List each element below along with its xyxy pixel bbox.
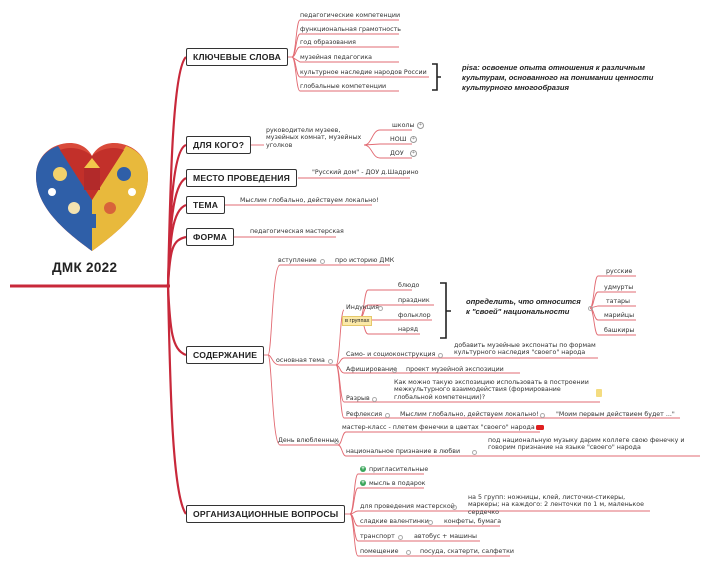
theme-value[interactable]: Мыслим глобально, действуем локально! bbox=[240, 197, 379, 204]
collapse-dot-icon[interactable] bbox=[398, 535, 403, 540]
central-topic-title: ДМК 2022 bbox=[52, 260, 118, 275]
collapse-dot-icon[interactable] bbox=[438, 353, 443, 358]
reflection-value[interactable]: Мыслим глобально, действуем локально! bbox=[400, 411, 539, 418]
valentine-label[interactable]: День влюбленных bbox=[278, 437, 339, 444]
collapse-dot-icon[interactable] bbox=[392, 368, 397, 373]
group-badge[interactable]: в группах bbox=[342, 316, 373, 326]
form-value[interactable]: педагогическая мастерская bbox=[250, 228, 344, 235]
org-item[interactable]: помещение bbox=[360, 548, 399, 555]
branch-content[interactable]: СОДЕРЖАНИЕ bbox=[186, 346, 265, 364]
keyword-item[interactable]: педагогические компетенции bbox=[300, 12, 401, 19]
org-item-value[interactable]: конфеты, бумага bbox=[444, 518, 502, 525]
keywords-note: pisa: освоение опыта отношения к различн… bbox=[462, 63, 654, 92]
affix-value[interactable]: проект музейной экспозиции bbox=[406, 366, 504, 373]
induction-label[interactable]: Индукция bbox=[346, 304, 379, 311]
org-item[interactable]: пригласительные bbox=[369, 466, 429, 473]
induction-note: определить, что относится к "своей" наци… bbox=[466, 297, 581, 316]
org-item-value[interactable]: на 5 групп: ножницы, клей, листочки-стик… bbox=[468, 494, 644, 516]
org-item[interactable]: для проведения мастерской bbox=[360, 503, 455, 510]
org-item[interactable]: сладкие валентинки bbox=[360, 518, 429, 525]
expand-plus-icon[interactable]: + bbox=[410, 150, 417, 157]
audience-label[interactable]: руководители музеев, музейных комнат, му… bbox=[266, 127, 362, 149]
keyword-item[interactable]: музейная педагогика bbox=[300, 54, 372, 61]
reflection-extra[interactable]: "Моим первым действием будет ..." bbox=[556, 411, 675, 418]
check-icon: + bbox=[360, 480, 366, 486]
main-topic-label[interactable]: основная тема bbox=[276, 357, 325, 364]
org-item[interactable]: транспорт bbox=[360, 533, 395, 540]
induction-item[interactable]: наряд bbox=[398, 326, 419, 333]
nation-item[interactable]: русские bbox=[606, 268, 633, 275]
collapse-dot-icon[interactable] bbox=[385, 413, 390, 418]
org-item-value[interactable]: посуда, скатерти, салфетки bbox=[420, 548, 514, 555]
collapse-dot-icon[interactable] bbox=[328, 359, 333, 364]
keyword-item[interactable]: культурное наследие народов России bbox=[300, 69, 427, 76]
recognition-value[interactable]: под национальную музыку дарим коллеге св… bbox=[488, 437, 685, 452]
expand-plus-icon[interactable]: + bbox=[410, 136, 417, 143]
org-item-value[interactable]: автобус + машины bbox=[414, 533, 477, 540]
note-sticker-icon[interactable] bbox=[596, 389, 602, 397]
collapse-dot-icon[interactable] bbox=[540, 413, 545, 418]
collapse-dot-icon[interactable] bbox=[406, 550, 411, 555]
venue-value[interactable]: "Русский дом" - ДОУ д.Шадрино bbox=[312, 169, 419, 176]
keyword-item[interactable]: глобальные компетенции bbox=[300, 83, 387, 90]
nation-item[interactable]: марийцы bbox=[604, 312, 635, 319]
nation-item[interactable]: удмурты bbox=[604, 284, 634, 291]
induction-item[interactable]: блюдо bbox=[398, 282, 420, 289]
collapse-dot-icon[interactable] bbox=[320, 259, 325, 264]
induction-item[interactable]: фольклор bbox=[398, 312, 431, 319]
collapse-dot-icon[interactable] bbox=[378, 306, 383, 311]
nation-item[interactable]: татары bbox=[606, 298, 631, 305]
check-icon: + bbox=[360, 466, 366, 472]
collapse-dot-icon[interactable] bbox=[372, 397, 377, 402]
collapse-dot-icon[interactable] bbox=[588, 306, 593, 311]
expand-plus-icon[interactable]: + bbox=[417, 122, 424, 129]
keyword-item[interactable]: год образования bbox=[300, 39, 356, 46]
affix-label[interactable]: Афиширование bbox=[346, 366, 398, 373]
collapse-dot-icon[interactable] bbox=[472, 450, 477, 455]
intro-label[interactable]: вступление bbox=[278, 257, 317, 264]
collapse-dot-icon[interactable] bbox=[334, 439, 339, 444]
heart-logo-icon bbox=[36, 143, 148, 251]
branch-venue[interactable]: МЕСТО ПРОВЕДЕНИЯ bbox=[186, 169, 298, 187]
collapse-dot-icon[interactable] bbox=[452, 505, 457, 510]
video-link-icon[interactable] bbox=[536, 425, 544, 430]
intro-value[interactable]: про историю ДМК bbox=[335, 257, 395, 264]
branch-keywords[interactable]: КЛЮЧЕВЫЕ СЛОВА bbox=[186, 48, 289, 66]
socio-label[interactable]: Само- и социоконструкция bbox=[346, 351, 436, 358]
branch-org[interactable]: ОРГАНИЗАЦИОННЫЕ ВОПРОСЫ bbox=[186, 505, 346, 523]
induction-item[interactable]: праздник bbox=[398, 297, 430, 304]
masterclass-value[interactable]: мастер-класс - плетем фенечки в цветах "… bbox=[342, 424, 535, 431]
collapse-dot-icon[interactable] bbox=[428, 520, 433, 525]
audience-item[interactable]: ДОУ bbox=[390, 150, 404, 157]
audience-item[interactable]: школы bbox=[392, 122, 415, 129]
recognition-label[interactable]: национальное признание в любви bbox=[346, 448, 461, 455]
branch-audience[interactable]: ДЛЯ КОГО? bbox=[186, 136, 252, 154]
socio-value[interactable]: добавить музейные экспонаты по формам ку… bbox=[454, 342, 596, 357]
nation-item[interactable]: башкиры bbox=[604, 327, 635, 334]
reflection-label[interactable]: Рефлексия bbox=[346, 411, 383, 418]
gap-value[interactable]: Как можно такую экспозицию использовать … bbox=[394, 379, 589, 401]
gap-label[interactable]: Разрыв bbox=[346, 395, 370, 402]
org-item[interactable]: мысль в подарок bbox=[369, 480, 426, 487]
branch-theme[interactable]: ТЕМА bbox=[186, 196, 226, 214]
branch-form[interactable]: ФОРМА bbox=[186, 228, 235, 246]
audience-item[interactable]: НОШ bbox=[390, 136, 407, 143]
keyword-item[interactable]: функциональная грамотность bbox=[300, 26, 401, 33]
